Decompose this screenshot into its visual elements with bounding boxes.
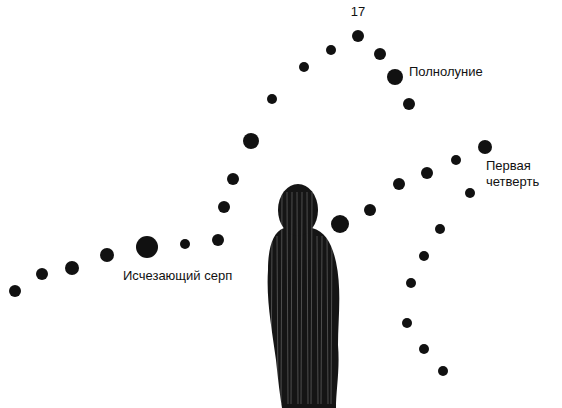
moon-dot (136, 236, 158, 258)
moon-dot (36, 268, 48, 280)
silhouette-hatch (307, 192, 308, 404)
moon-dot (419, 344, 429, 354)
moon-dot (212, 234, 224, 246)
silhouette-hatch (297, 192, 298, 404)
phase-label: Первая четверть (486, 158, 558, 190)
silhouette-hatch (287, 192, 288, 404)
moon-dot (331, 215, 349, 233)
moon-dot (393, 178, 405, 190)
silhouette-hatch (277, 236, 278, 404)
moon-dot (465, 188, 475, 198)
moon-dot (403, 98, 415, 110)
moon-dot (326, 45, 336, 55)
callout-number: 17 (346, 4, 370, 20)
moon-dot (435, 224, 445, 234)
silhouette-hatch (331, 236, 332, 404)
silhouette-hatch (291, 192, 292, 404)
moon-dot (374, 48, 386, 60)
moon-dot (352, 30, 364, 42)
moon-dot (100, 248, 114, 262)
moon-dot (478, 140, 492, 154)
moon-dot (451, 155, 461, 165)
moon-dot (65, 261, 79, 275)
moon-dot (243, 133, 259, 149)
moon-dot (180, 239, 190, 249)
silhouette-body (268, 228, 340, 408)
silhouette-hatch (317, 236, 318, 404)
moon-dot (387, 69, 403, 85)
moon-dot (9, 285, 21, 297)
moon-dot (419, 251, 429, 261)
silhouette-hatch (327, 236, 328, 404)
moon-dot (267, 94, 277, 104)
silhouette-hatch (301, 192, 302, 404)
silhouette-hatch (311, 192, 312, 404)
moon-dot (406, 278, 416, 288)
moon-dot (438, 366, 448, 376)
silhouette-hatch (281, 192, 282, 404)
phase-label: Полнолуние (409, 64, 519, 80)
moon-dot (299, 62, 309, 72)
moon-dot (402, 318, 412, 328)
moon-dot (364, 204, 376, 216)
phase-label: Исчезающий серп (123, 268, 233, 284)
moon-dot (218, 201, 230, 213)
silhouette-hatch (271, 236, 272, 404)
observer-silhouette (268, 184, 340, 408)
moon-dot (421, 167, 433, 179)
moon-dot (227, 173, 239, 185)
moon-positions (9, 30, 492, 376)
silhouette-hatch (321, 236, 322, 404)
